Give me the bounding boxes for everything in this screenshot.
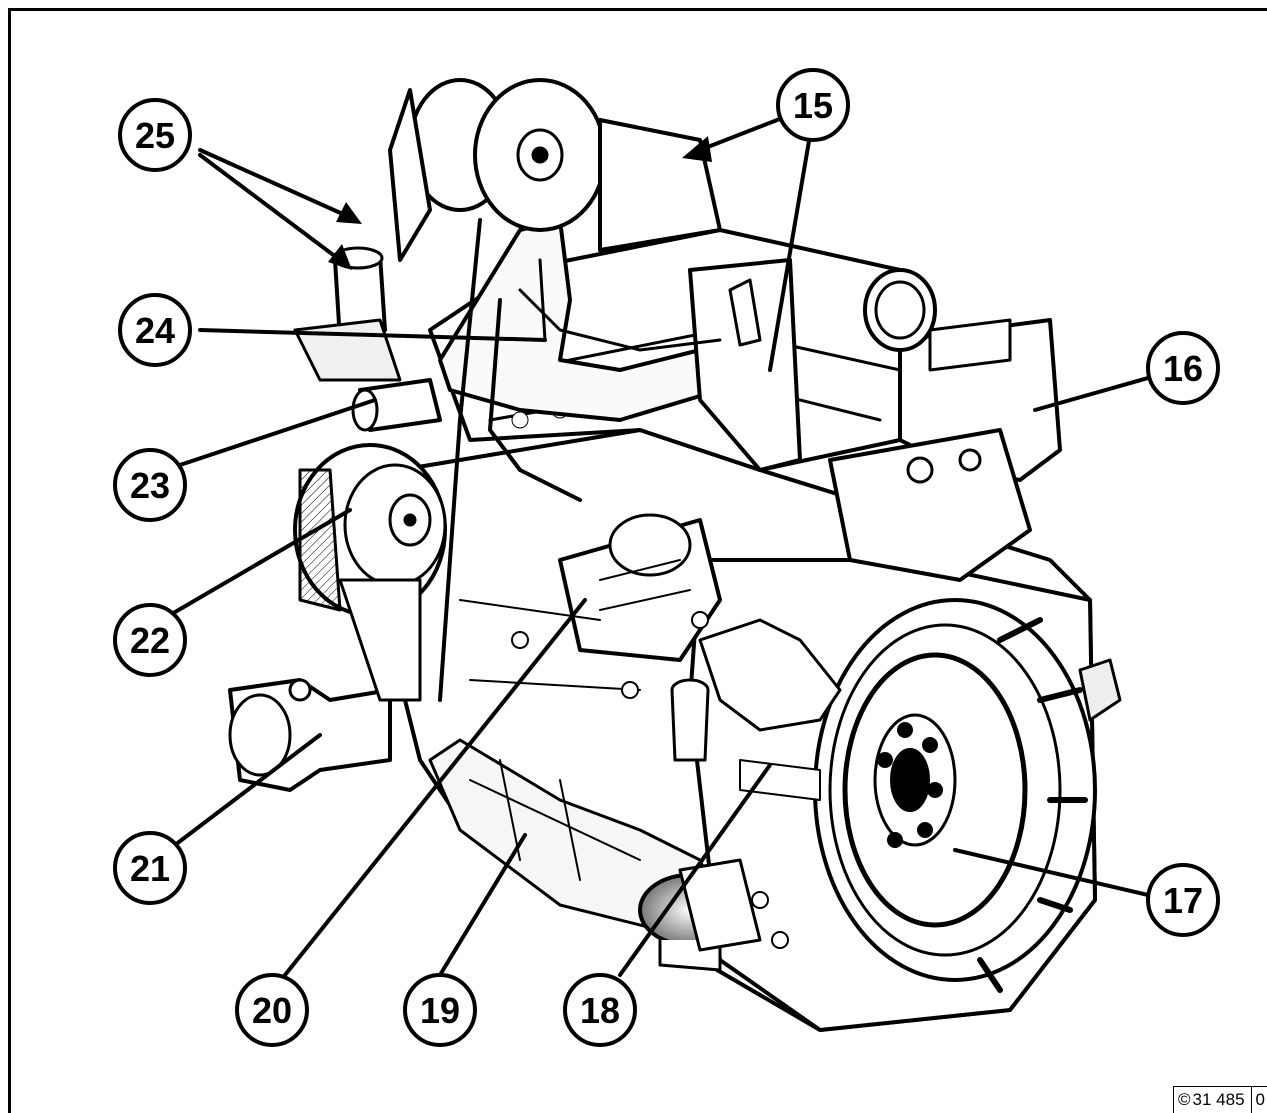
leader-23 bbox=[178, 398, 377, 467]
leader-16 bbox=[1033, 376, 1150, 412]
injection-pump bbox=[828, 318, 1062, 582]
leader-24 bbox=[198, 328, 547, 342]
leader-25b bbox=[198, 148, 347, 217]
oil-filler bbox=[670, 678, 710, 762]
callout-20-label: 20 bbox=[252, 990, 292, 1031]
callout-15: 15 bbox=[776, 68, 850, 142]
callout-18-label: 18 bbox=[580, 990, 620, 1031]
callout-19-label: 19 bbox=[420, 990, 460, 1031]
reference-code-suffix: 0 bbox=[1255, 1090, 1265, 1109]
arrowhead-25b bbox=[336, 202, 362, 224]
callout-16: 16 bbox=[1146, 331, 1220, 405]
air-intake bbox=[863, 268, 937, 352]
callout-17-label: 17 bbox=[1163, 880, 1203, 921]
front-plate bbox=[688, 258, 802, 472]
callout-24-label: 24 bbox=[135, 310, 175, 351]
callout-15-label: 15 bbox=[793, 85, 833, 126]
callout-24: 24 bbox=[118, 293, 192, 367]
turbocharger bbox=[388, 78, 722, 262]
engine-illustration bbox=[228, 78, 1122, 1032]
callout-21-label: 21 bbox=[130, 848, 170, 889]
flywheel bbox=[813, 598, 1097, 993]
leader-17 bbox=[953, 848, 1150, 897]
leader-15a bbox=[698, 113, 792, 152]
leader-20 bbox=[283, 598, 587, 977]
reference-code-box: ©31 485 0 bbox=[1173, 1086, 1267, 1113]
callout-23: 23 bbox=[113, 448, 187, 522]
reference-code-number: ©31 485 bbox=[1174, 1087, 1252, 1113]
leader-15b bbox=[768, 133, 812, 372]
callout-21: 21 bbox=[113, 831, 187, 905]
leader-21 bbox=[173, 733, 322, 847]
callout-18: 18 bbox=[563, 973, 637, 1047]
callout-19: 19 bbox=[403, 973, 477, 1047]
leader-25a bbox=[198, 153, 342, 262]
engine-mount-bracket bbox=[228, 578, 422, 792]
diagram-frame bbox=[8, 8, 1267, 1113]
callout-20: 20 bbox=[235, 973, 309, 1047]
callout-16-label: 16 bbox=[1163, 348, 1203, 389]
arrowhead-25a bbox=[328, 244, 352, 270]
reference-number: 31 485 bbox=[1192, 1090, 1245, 1109]
callouts: 15 16 17 18 19 20 21 22 bbox=[113, 68, 1220, 1047]
copyright-symbol: © bbox=[1178, 1090, 1191, 1109]
callout-22-label: 22 bbox=[130, 620, 170, 661]
callout-22: 22 bbox=[113, 603, 187, 677]
callout-25-label: 25 bbox=[135, 115, 175, 156]
starter-motor bbox=[558, 513, 722, 662]
callout-25: 25 bbox=[118, 98, 192, 172]
leader-lines bbox=[168, 113, 1150, 977]
water-inlet bbox=[351, 378, 442, 432]
alternator bbox=[293, 443, 447, 617]
mount-foot bbox=[638, 858, 762, 972]
leader-19 bbox=[438, 833, 527, 977]
callout-23-label: 23 bbox=[130, 465, 170, 506]
leader-22 bbox=[168, 508, 352, 617]
arrowhead-15a bbox=[682, 136, 712, 162]
leader-18 bbox=[618, 763, 772, 977]
callout-17: 17 bbox=[1146, 863, 1220, 937]
